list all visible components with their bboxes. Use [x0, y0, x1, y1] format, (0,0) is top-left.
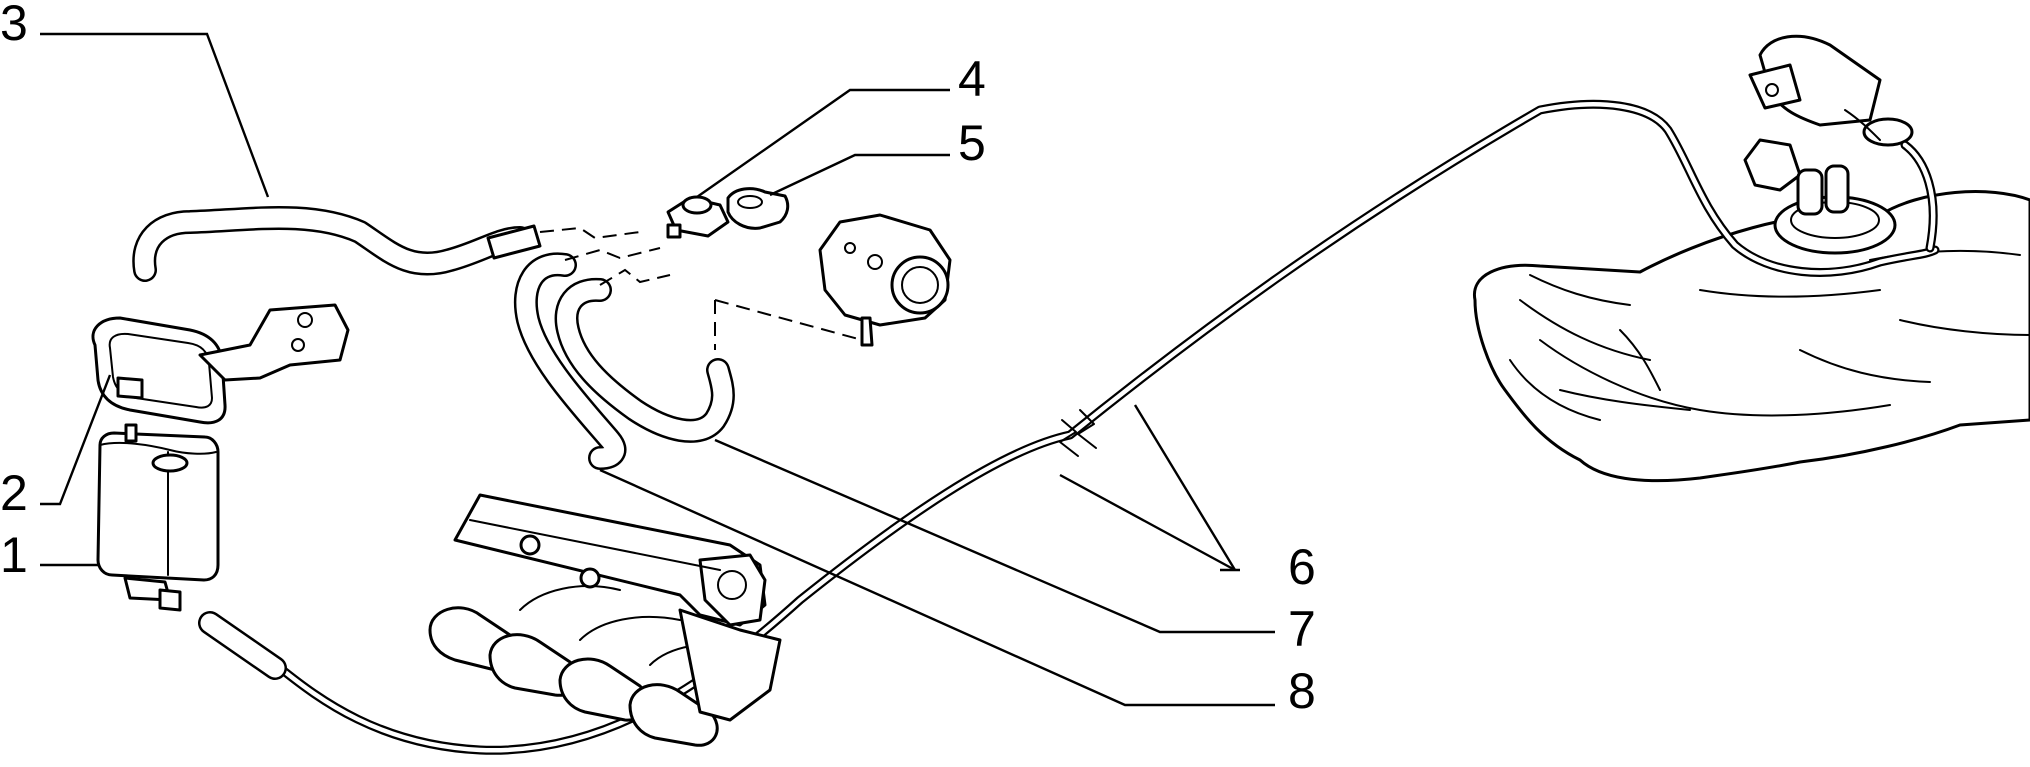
callout-7: 7 [1288, 601, 1316, 657]
callout-6: 6 [1288, 539, 1316, 595]
check-valve [666, 195, 730, 239]
callout-labels: 3 2 1 4 5 6 7 8 [0, 0, 1316, 719]
hose-3 [132, 206, 641, 282]
carbon-canister [96, 423, 220, 612]
intake-manifold [428, 493, 782, 747]
callout-4: 4 [958, 51, 986, 107]
throttle-body [714, 213, 952, 350]
callout-1: 1 [0, 527, 28, 583]
canister-bracket [91, 303, 350, 425]
hose-7 [554, 277, 735, 443]
hose-8 [513, 247, 671, 470]
callout-5: 5 [958, 115, 986, 171]
callout-8: 8 [1288, 663, 1316, 719]
leader-lines [40, 32, 1275, 707]
callout-3: 3 [0, 0, 28, 51]
callout-2: 2 [0, 465, 28, 521]
valve-clip [726, 187, 790, 230]
vapor-pipe [198, 99, 1940, 755]
